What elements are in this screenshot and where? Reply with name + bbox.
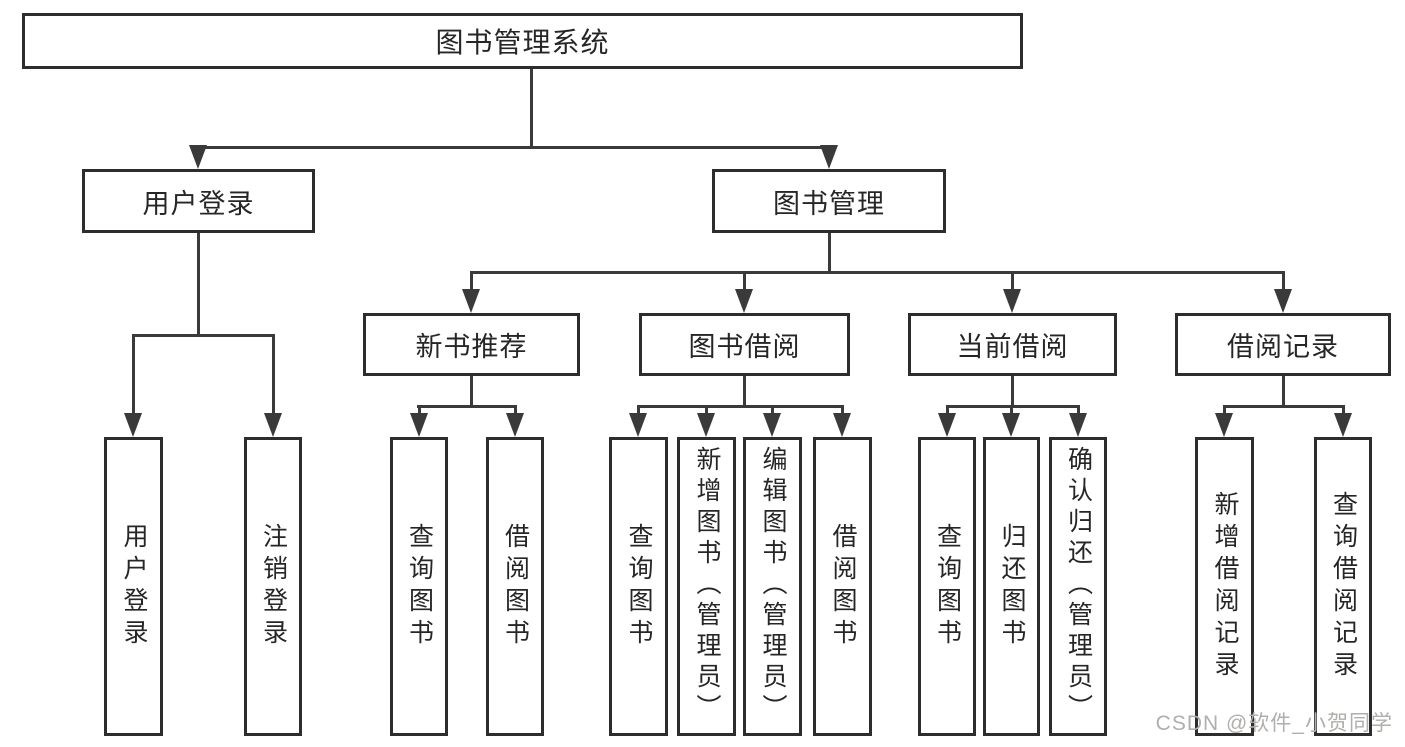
connector-shaft [705,405,708,417]
node-label: 当前借阅 [956,332,1069,362]
arrow-down-icon [763,413,781,437]
leaf-confirm-return-admin: 确认归还（管理员） [1049,437,1107,736]
arrow-down-icon [1003,289,1021,313]
arrow-down-icon [735,289,753,313]
node-label: 图书管理 [773,188,885,219]
node-label: 新书推荐 [415,332,528,362]
connector-borrow-record-drop [1282,376,1285,406]
node-current-borrow: 当前借阅 [908,313,1117,376]
node-label: 用户登录 [120,522,148,651]
arrow-down-icon [1215,413,1233,437]
arrow-down-icon [1274,289,1292,313]
connector-book-borrow-split [637,405,843,408]
arrow-down-icon [506,413,524,437]
node-label: 用户登录 [142,188,255,219]
leaf-add-books-admin: 新增图书（管理员） [677,437,736,736]
node-book-management: 图书管理 [712,169,946,233]
connector-book-management-drop [828,233,831,273]
leaf-return-books: 归还图书 [983,437,1040,736]
connector-new-book-split [417,405,515,408]
leaf-user-login: 用户登录 [104,437,163,736]
leaf-query-books-borrow: 查询图书 [609,437,668,736]
node-label: 借阅图书 [501,522,530,651]
connector-shaft [1223,405,1226,417]
arrow-down-icon [410,413,428,437]
connector-shaft [1342,405,1345,417]
node-label: 新增图书（管理员） [693,446,721,725]
leaf-borrow-books: 借阅图书 [813,437,872,736]
connector-shaft [1011,271,1014,293]
arrow-down-icon [938,413,956,437]
leaf-logout: 注销登录 [244,437,302,736]
connector-shaft [272,334,275,418]
node-label: 注销登录 [259,522,288,651]
leaf-query-borrow-record: 查询借阅记录 [1314,437,1372,736]
arrow-down-icon [1069,413,1087,437]
node-book-borrow: 图书借阅 [639,313,850,376]
arrow-down-icon [833,413,851,437]
node-label: 借阅记录 [1227,332,1339,362]
node-user-login: 用户登录 [82,169,315,233]
node-label: 查询图书 [625,522,653,651]
connector-shaft [946,405,949,417]
node-label: 归还图书 [998,522,1026,651]
connector-borrow-record-split [1223,405,1344,408]
leaf-edit-books-admin: 编辑图书（管理员） [743,437,802,736]
connector-shaft [637,405,640,417]
arrow-down-icon [264,413,282,437]
connector-shaft [132,334,135,418]
connector-book-borrow-drop [743,376,746,406]
connector-shaft [470,271,473,293]
node-label: 图书管理系统 [435,27,610,58]
node-label: 查询图书 [405,522,434,651]
node-label: 新增借阅记录 [1211,490,1239,683]
node-label: 借阅图书 [829,522,857,651]
connector-shaft [418,405,421,417]
connector-shaft [771,405,774,417]
connector-shaft [1010,405,1013,417]
leaf-add-borrow-record: 新增借阅记录 [1195,437,1254,736]
arrow-down-icon [462,289,480,313]
connector-shaft [743,271,746,293]
connector-user-login-drop [197,233,200,336]
connector-level2-split [470,271,1284,274]
arrow-down-icon [189,145,207,169]
leaf-query-books-recommend: 查询图书 [390,437,448,736]
leaf-borrow-books-recommend: 借阅图书 [486,437,544,736]
node-label: 查询借阅记录 [1329,490,1358,683]
connector-level1-split [197,146,830,149]
node-label: 查询图书 [933,522,962,651]
node-label: 确认归还（管理员） [1064,446,1093,725]
connector-current-borrow-split [946,405,1079,408]
connector-shaft [1077,405,1080,417]
arrow-down-icon [1002,413,1020,437]
node-label: 图书借阅 [688,332,801,362]
node-label: 编辑图书（管理员） [759,446,787,725]
arrow-down-icon [1334,413,1352,437]
leaf-query-books-current: 查询图书 [918,437,976,736]
arrow-down-icon [629,413,647,437]
connector-new-book-drop [470,376,473,406]
node-borrow-record: 借阅记录 [1175,313,1391,376]
arrow-down-icon [124,413,142,437]
connector-current-borrow-drop [1011,376,1014,406]
connector-shaft [1282,271,1285,293]
node-new-book-recommend: 新书推荐 [363,313,580,376]
connector-root-drop [530,68,533,147]
arrow-down-icon [820,145,838,169]
watermark: CSDN @软件_小贺同学 [1155,712,1393,735]
connector-shaft [841,405,844,417]
arrow-down-icon [697,413,715,437]
connector-user-login-split [132,334,274,337]
connector-shaft [514,405,517,417]
node-library-management-system: 图书管理系统 [22,13,1023,69]
